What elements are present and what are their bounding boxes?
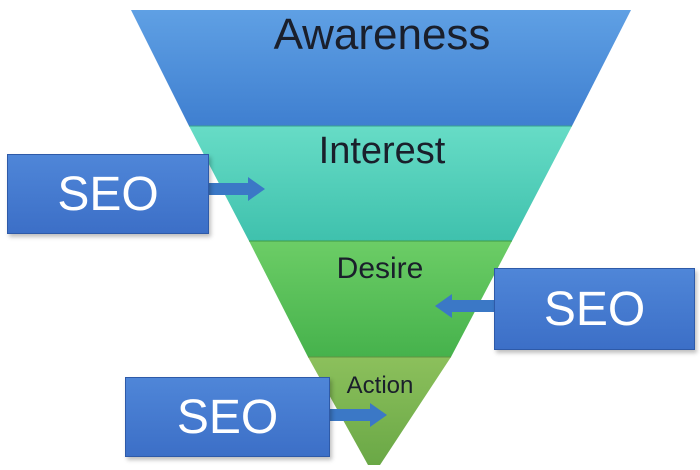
funnel-stage-awareness: [131, 10, 631, 126]
stage-label-action: Action: [346, 372, 414, 399]
seo-callout-action: SEO: [125, 377, 330, 457]
stage-label-awareness: Awareness: [273, 10, 491, 59]
seo-callout-desire: SEO: [494, 268, 695, 350]
funnel-stage-desire: [249, 241, 512, 357]
arrow-right-icon: [328, 403, 387, 427]
seo-callout-interest: SEO: [7, 154, 209, 234]
arrow-right-icon: [208, 177, 265, 201]
funnel-stage-interest: [189, 126, 572, 241]
stage-label-desire: Desire: [336, 252, 424, 285]
arrow-left-icon: [435, 294, 496, 318]
stage-label-interest: Interest: [318, 130, 446, 172]
